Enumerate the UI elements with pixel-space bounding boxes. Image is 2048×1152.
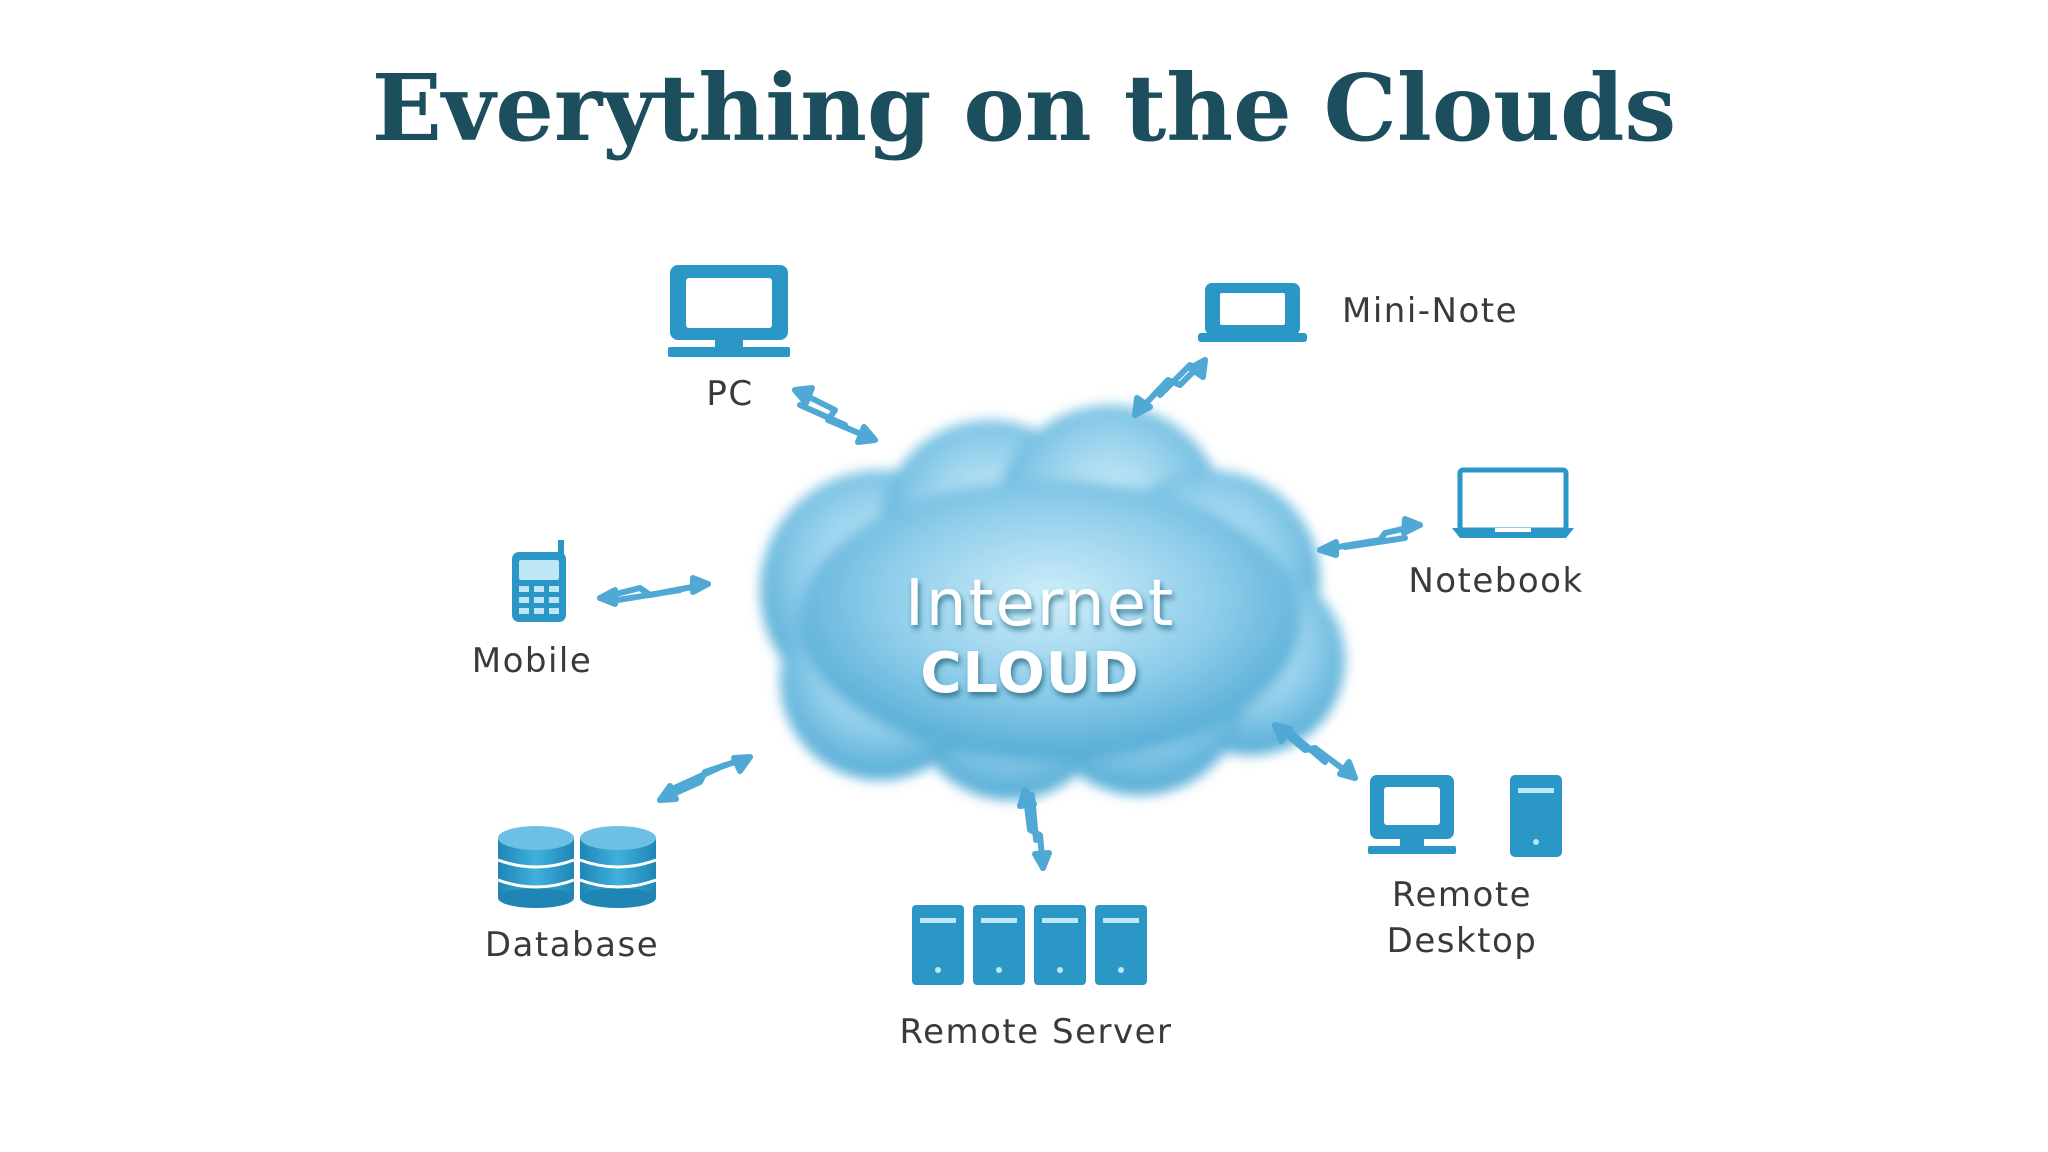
mobile-icon bbox=[512, 540, 566, 622]
notebook-label: Notebook bbox=[1408, 561, 1583, 601]
remote-desktop-icon bbox=[1368, 775, 1562, 857]
notebook-icon bbox=[1452, 470, 1574, 538]
node-pc[interactable]: PC bbox=[668, 265, 790, 414]
connector-remote-server bbox=[1020, 790, 1049, 868]
cloud-label-cloud: CLOUD bbox=[920, 641, 1139, 706]
node-mobile[interactable]: Mobile bbox=[472, 540, 593, 681]
node-database[interactable]: Database bbox=[485, 826, 659, 965]
remote-desktop-label-line2: Desktop bbox=[1387, 921, 1538, 961]
server-rack-icon bbox=[912, 905, 1147, 985]
cloud-label-internet: Internet bbox=[905, 567, 1175, 641]
page-title: Everything on the Clouds bbox=[372, 54, 1676, 162]
pc-label: PC bbox=[706, 374, 753, 414]
internet-cloud: Internet CLOUD bbox=[760, 405, 1345, 800]
mini-note-label: Mini-Note bbox=[1342, 291, 1518, 331]
database-icon bbox=[498, 826, 656, 908]
mobile-label: Mobile bbox=[472, 641, 593, 681]
connector-database bbox=[660, 757, 750, 800]
mini-note-icon bbox=[1198, 283, 1307, 342]
database-label: Database bbox=[485, 925, 659, 965]
connector-mobile bbox=[600, 578, 708, 604]
node-mini-note[interactable]: Mini-Note bbox=[1198, 283, 1518, 342]
node-remote-server[interactable]: Remote Server bbox=[900, 905, 1173, 1052]
remote-server-label: Remote Server bbox=[900, 1012, 1173, 1052]
node-notebook[interactable]: Notebook bbox=[1408, 470, 1583, 601]
connector-pc bbox=[795, 388, 875, 442]
node-remote-desktop[interactable]: Remote Desktop bbox=[1368, 775, 1562, 961]
remote-desktop-label-line1: Remote bbox=[1392, 875, 1532, 915]
connector-notebook bbox=[1320, 519, 1420, 555]
pc-icon bbox=[668, 265, 790, 357]
connector-mini-note bbox=[1135, 360, 1205, 415]
connector-remote-desktop bbox=[1275, 725, 1355, 778]
